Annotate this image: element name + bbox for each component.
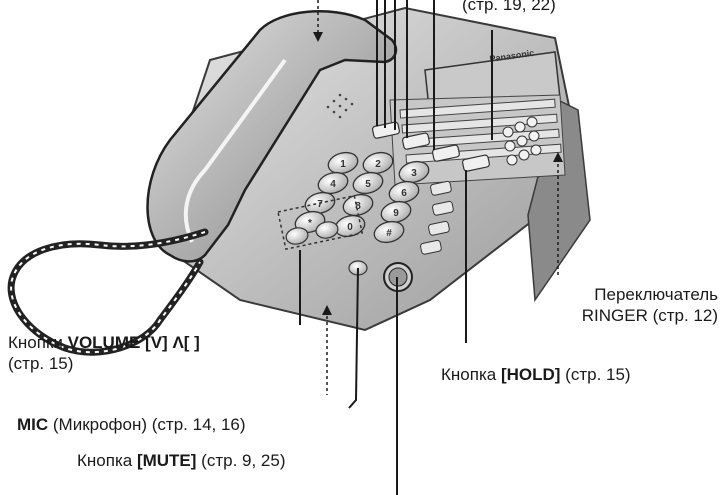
volume-panel bbox=[277, 194, 364, 251]
earpiece-grille bbox=[326, 93, 354, 119]
svg-text:2: 2 bbox=[375, 159, 381, 170]
mute-ref: (стр. 9, 25) bbox=[196, 451, 286, 470]
svg-text:#: # bbox=[386, 228, 392, 239]
ringer-label: Переключатель bbox=[594, 285, 718, 304]
svg-text:1: 1 bbox=[340, 159, 346, 170]
arrow-top bbox=[313, 32, 323, 42]
mute-callout: Кнопка [MUTE] (стр. 9, 25) bbox=[77, 450, 285, 471]
dashed-leaders bbox=[317, 0, 559, 395]
line-led-buttons bbox=[502, 116, 542, 166]
volume-prefix: Кнопки bbox=[8, 333, 68, 352]
leader-lines bbox=[299, 0, 493, 495]
svg-text:3: 3 bbox=[411, 168, 417, 179]
soft-buttons bbox=[371, 121, 490, 172]
svg-text:9: 9 bbox=[393, 208, 399, 219]
volume-ref: (стр. 15) bbox=[8, 354, 74, 373]
hold-label: [HOLD] bbox=[500, 365, 561, 384]
mute-label: [MUTE] bbox=[136, 451, 197, 470]
phone-side bbox=[527, 98, 591, 303]
volume-label: VOLUME [V] Λ[ ] bbox=[67, 333, 200, 352]
svg-text:0: 0 bbox=[347, 222, 353, 233]
keypad-labels: 1 2 3 4 5 6 7 8 9 * 0 # bbox=[308, 159, 417, 239]
svg-text:5: 5 bbox=[365, 179, 371, 190]
hold-ref: (стр. 15) bbox=[560, 365, 631, 384]
mic-label: MIC bbox=[17, 415, 49, 434]
mic-callout: MIC (Микрофон) (стр. 14, 16) bbox=[17, 414, 246, 435]
mute-prefix: Кнопка bbox=[77, 451, 137, 470]
hold-prefix: Кнопка bbox=[441, 365, 501, 384]
side-function-buttons bbox=[420, 180, 454, 255]
svg-text:7: 7 bbox=[317, 199, 323, 210]
arrow-mic bbox=[322, 305, 332, 315]
svg-text:*: * bbox=[308, 218, 312, 229]
svg-text:4: 4 bbox=[330, 179, 336, 190]
volume-callout: Кнопки VOLUME [V] Λ[ ] (стр. 15) bbox=[8, 332, 200, 374]
ringer-callout: Переключатель RINGER (стр. 12) bbox=[582, 284, 718, 326]
ringer-ref: RINGER (стр. 12) bbox=[581, 306, 718, 325]
svg-text:6: 6 bbox=[401, 188, 407, 199]
top-page-ref: (стр. 19, 22) bbox=[462, 0, 556, 14]
mic-ref: (Микрофон) (стр. 14, 16) bbox=[48, 415, 246, 434]
arrow-ringer bbox=[553, 152, 563, 162]
hold-callout: Кнопка [HOLD] (стр. 15) bbox=[441, 364, 631, 385]
svg-text:8: 8 bbox=[355, 201, 361, 212]
handset bbox=[146, 10, 398, 263]
keypad bbox=[294, 151, 430, 244]
